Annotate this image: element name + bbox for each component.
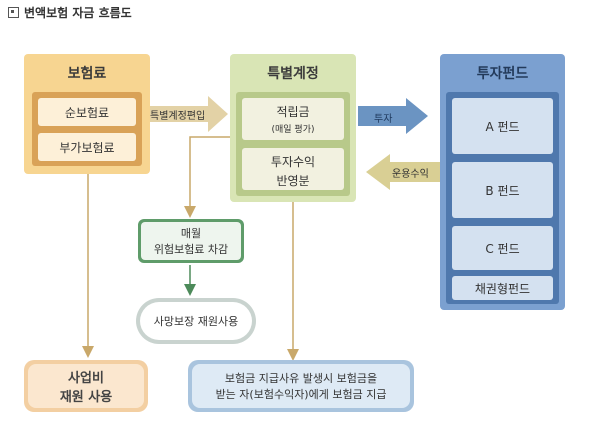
invest-arrow (358, 98, 428, 134)
premium-panel: 보험료 순보험료 부가보험료 (24, 54, 150, 174)
premium-title: 보험료 (67, 66, 107, 82)
return-label: 운용수익 (392, 169, 429, 180)
monthly-deduction-box: 매월 위험보험료 차감 (141, 222, 241, 260)
expense-line-1: 사업비 (68, 371, 104, 386)
square-bullet-icon (8, 7, 19, 18)
payout-frame: 보험금 지급사유 발생시 보험금을 받는 자(보험수익자)에게 보험금 지급 (188, 360, 414, 412)
fund-item-b: B 펀드 (452, 162, 553, 218)
investment-return-box: 투자수익 반영분 (242, 148, 344, 190)
return-line-1: 투자수익 (270, 155, 316, 169)
fund-item-c: C 펀드 (452, 226, 553, 270)
payout-line-2: 받는 자(보험수익자)에게 보험금 지급 (215, 388, 387, 401)
transfer-label: 특별계정편입 (150, 111, 206, 122)
invest-label: 투자 (374, 114, 393, 125)
return-line-2: 반영분 (276, 174, 310, 188)
reserve-label: 적립금 (276, 105, 310, 119)
fund-item-bond: 채권형펀드 (452, 276, 553, 300)
death-benefit-frame: 사망보장 재원사용 (136, 298, 256, 344)
return-arrow (366, 154, 440, 190)
net-premium-box: 순보험료 (38, 98, 136, 126)
fund-item-a: A 펀드 (452, 98, 553, 154)
special-account-panel: 특별계정 적립금 (매일 평가) 투자수익 반영분 (230, 54, 356, 202)
fund-title: 투자펀드 (476, 66, 529, 82)
monthly-line-1: 매월 (180, 227, 202, 240)
monthly-deduction-frame: 매월 위험보험료 차감 (138, 219, 244, 263)
transfer-arrow (138, 96, 228, 132)
special-account-title: 특별계정 (267, 66, 319, 82)
expense-box: 사업비 재원 사용 (28, 364, 144, 408)
heading-text: 변액보험 자금 흐름도 (24, 6, 132, 20)
reserve-box: 적립금 (매일 평가) (242, 98, 344, 140)
payout-line-1: 보험금 지급사유 발생시 보험금을 (224, 372, 378, 385)
reserve-note: (매일 평가) (271, 125, 315, 135)
payout-box: 보험금 지급사유 발생시 보험금을 받는 자(보험수익자)에게 보험금 지급 (192, 364, 410, 408)
monthly-line-2: 위험보험료 차감 (153, 243, 229, 256)
fund-panel: 투자펀드 A 펀드 B 펀드 C 펀드 채권형펀드 (440, 54, 565, 310)
expense-line-2: 재원 사용 (59, 390, 113, 405)
diagram-heading: 변액보험 자금 흐름도 (8, 4, 132, 21)
death-benefit-box: 사망보장 재원사용 (140, 302, 252, 340)
expense-frame: 사업비 재원 사용 (24, 360, 148, 412)
loading-premium-box: 부가보험료 (38, 133, 136, 161)
monthly-line (184, 136, 240, 218)
